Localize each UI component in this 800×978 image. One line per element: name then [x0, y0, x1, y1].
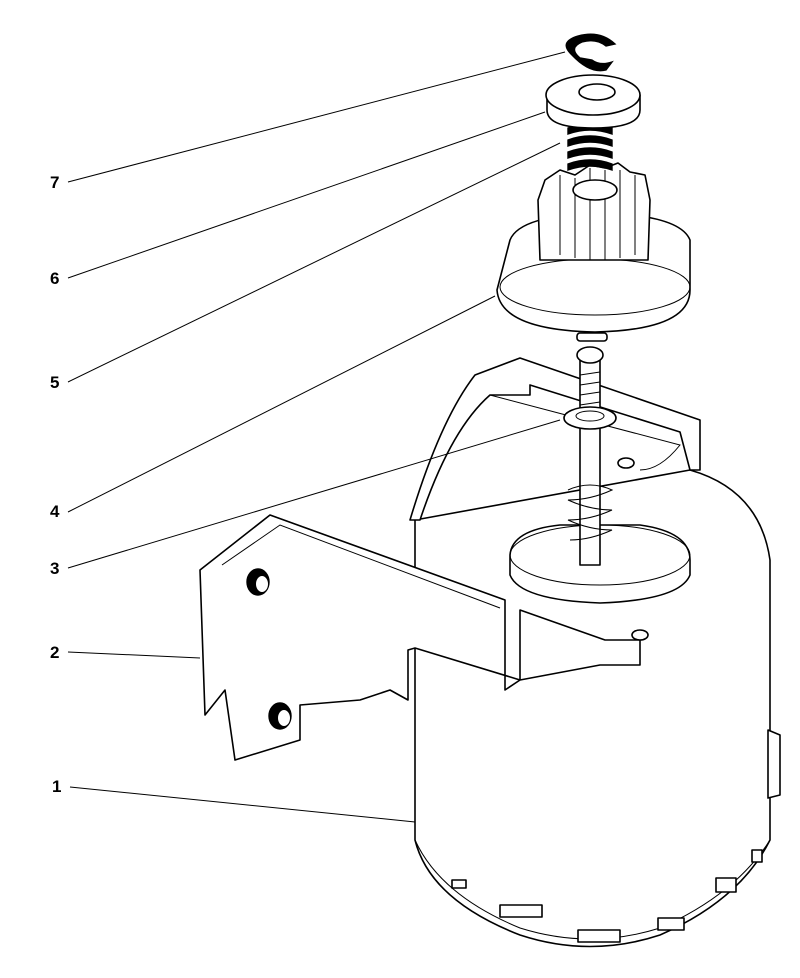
retainer-cap [545, 74, 641, 129]
callout-labels: 1 2 3 4 5 6 7 [50, 173, 61, 796]
leader-line-5 [67, 142, 561, 383]
gear-slot [576, 332, 608, 342]
drive-gear-assembly [496, 162, 691, 342]
callout-7: 7 [50, 173, 59, 192]
leader-line-2 [67, 651, 201, 659]
terminal-tab [767, 729, 781, 799]
vent-slot [499, 904, 543, 918]
vent-slot [451, 879, 467, 889]
retaining-ring [565, 33, 617, 72]
callout-2: 2 [50, 643, 59, 662]
vent-slot [715, 877, 737, 893]
spring [567, 123, 613, 171]
vent-slot [577, 929, 621, 943]
leader-lines [67, 51, 566, 823]
vent-slot [657, 917, 685, 931]
callout-5: 5 [50, 373, 59, 392]
mounting-bracket [199, 357, 701, 761]
leader-line-1 [69, 786, 416, 823]
leader-line-3 [67, 419, 561, 569]
shaft [579, 359, 601, 566]
motor-housing [414, 469, 781, 948]
leader-line-4 [67, 295, 496, 513]
bracket-hole [631, 629, 649, 641]
thrust-washer [563, 406, 617, 430]
callout-1: 1 [52, 777, 61, 796]
leader-line-7 [67, 51, 566, 183]
bracket-hole [617, 457, 635, 469]
leader-line-6 [67, 111, 546, 279]
callout-4: 4 [50, 502, 60, 521]
callout-3: 3 [50, 559, 59, 578]
callout-6: 6 [50, 269, 59, 288]
vent-slot [751, 849, 763, 863]
